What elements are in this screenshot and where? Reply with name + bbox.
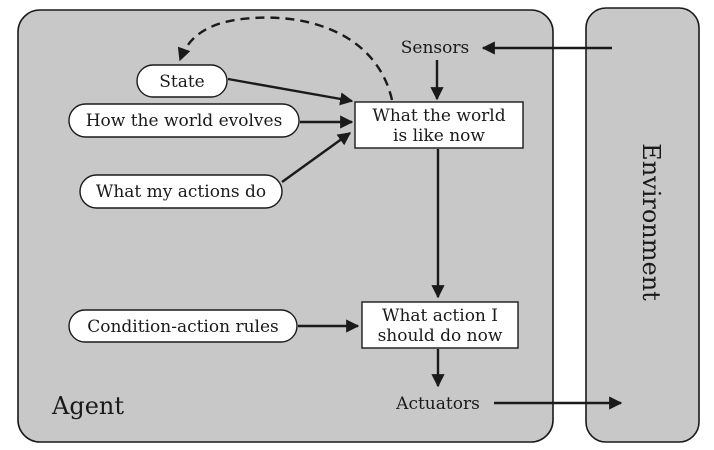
- action-now-line-2: should do now: [378, 326, 503, 346]
- agent-panel: [17, 9, 554, 443]
- world-to-state-dashed-arrow: [177, 16, 394, 101]
- actions-to-world-arrow: [281, 132, 352, 183]
- state-label: State: [159, 72, 205, 92]
- what-actions-do-oval: What my actions do: [79, 174, 283, 209]
- condition-action-rules-oval: Condition-action rules: [68, 309, 298, 343]
- action-now-line-1: What action I: [382, 306, 498, 326]
- action-now-box: What action I should do now: [361, 301, 519, 349]
- agent-label: Agent: [51, 392, 124, 420]
- actuators-label: Actuators: [395, 394, 480, 414]
- what-actions-do-label: What my actions do: [96, 182, 266, 202]
- sensors-label: Sensors: [401, 38, 469, 58]
- environment-label: Environment: [637, 143, 665, 301]
- world-now-line-1: What the world: [372, 106, 505, 126]
- world-now-line-2: is like now: [393, 126, 485, 146]
- how-world-evolves-label: How the world evolves: [86, 111, 283, 131]
- environment-panel: [585, 7, 700, 443]
- state-to-world-arrow: [227, 77, 354, 106]
- how-world-evolves-oval: How the world evolves: [68, 103, 300, 138]
- condition-action-rules-label: Condition-action rules: [87, 317, 279, 337]
- state-oval: State: [136, 64, 228, 98]
- world-now-box: What the world is like now: [354, 101, 524, 149]
